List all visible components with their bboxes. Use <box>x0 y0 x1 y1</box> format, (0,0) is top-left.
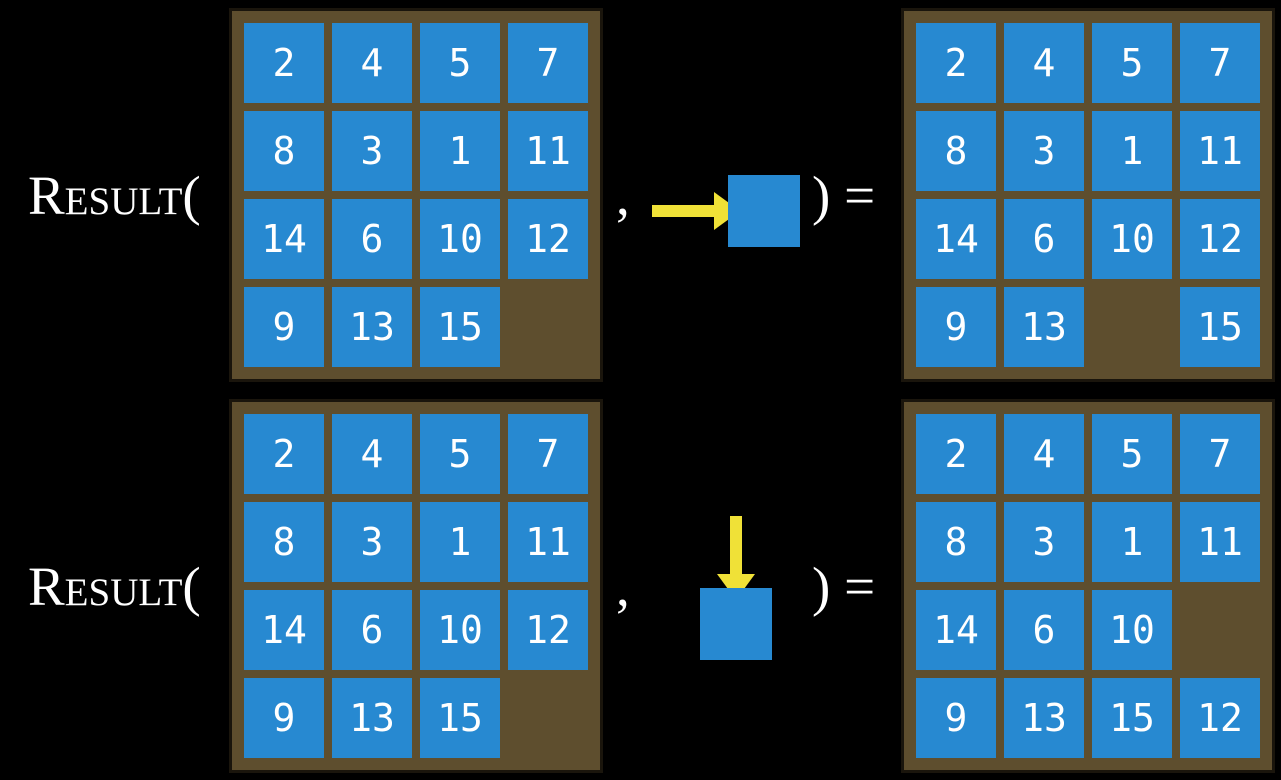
tile-11: 11 <box>1180 502 1260 582</box>
empty-cell <box>1092 287 1172 367</box>
tile-12: 12 <box>1180 199 1260 279</box>
tile-14: 14 <box>916 590 996 670</box>
down-arrow-icon <box>717 516 755 600</box>
tile-10: 10 <box>420 590 500 670</box>
tile-15: 15 <box>420 287 500 367</box>
tile-9: 9 <box>244 678 324 758</box>
tile-1: 1 <box>1092 111 1172 191</box>
tile-14: 14 <box>916 199 996 279</box>
tile-5: 5 <box>1092 23 1172 103</box>
result-function-label: Result( <box>28 165 201 226</box>
empty-cell <box>508 678 588 758</box>
tile-7: 7 <box>1180 414 1260 494</box>
tile-13: 13 <box>332 287 412 367</box>
tile-11: 11 <box>508 111 588 191</box>
tile-11: 11 <box>508 502 588 582</box>
tile-14: 14 <box>244 199 324 279</box>
comma-separator: , <box>616 165 630 226</box>
tile-9: 9 <box>916 287 996 367</box>
tile-12: 12 <box>1180 678 1260 758</box>
tile-11: 11 <box>1180 111 1260 191</box>
tile-15: 15 <box>1180 287 1260 367</box>
empty-cell <box>508 287 588 367</box>
close-paren-equals: ) = <box>812 556 876 617</box>
close-paren-equals: ) = <box>812 165 876 226</box>
tile-4: 4 <box>1004 414 1084 494</box>
tile-4: 4 <box>332 414 412 494</box>
tile-3: 3 <box>332 502 412 582</box>
tile-8: 8 <box>244 502 324 582</box>
action-move-down <box>700 516 772 660</box>
tile-4: 4 <box>1004 23 1084 103</box>
action-move-right <box>652 175 800 247</box>
tile-8: 8 <box>244 111 324 191</box>
tile-2: 2 <box>244 414 324 494</box>
tile-1: 1 <box>420 111 500 191</box>
tile-3: 3 <box>332 111 412 191</box>
tile-3: 3 <box>1004 111 1084 191</box>
tile-15: 15 <box>1092 678 1172 758</box>
tile-1: 1 <box>420 502 500 582</box>
tile-3: 3 <box>1004 502 1084 582</box>
tile-13: 13 <box>1004 678 1084 758</box>
tile-10: 10 <box>1092 590 1172 670</box>
moving-tile-icon <box>728 175 800 247</box>
result-function-label: Result( <box>28 556 201 617</box>
empty-cell <box>1180 590 1260 670</box>
tile-5: 5 <box>1092 414 1172 494</box>
tile-12: 12 <box>508 590 588 670</box>
moving-tile-icon <box>700 588 772 660</box>
comma-separator: , <box>616 556 630 617</box>
tile-5: 5 <box>420 414 500 494</box>
tile-6: 6 <box>1004 199 1084 279</box>
tile-2: 2 <box>916 23 996 103</box>
tile-8: 8 <box>916 502 996 582</box>
tile-13: 13 <box>1004 287 1084 367</box>
tile-1: 1 <box>1092 502 1172 582</box>
tile-13: 13 <box>332 678 412 758</box>
tile-7: 7 <box>508 23 588 103</box>
tile-5: 5 <box>420 23 500 103</box>
tile-4: 4 <box>332 23 412 103</box>
tile-9: 9 <box>244 287 324 367</box>
tile-15: 15 <box>420 678 500 758</box>
tile-6: 6 <box>1004 590 1084 670</box>
tile-14: 14 <box>244 590 324 670</box>
tile-6: 6 <box>332 590 412 670</box>
tile-2: 2 <box>244 23 324 103</box>
tile-2: 2 <box>916 414 996 494</box>
tile-7: 7 <box>1180 23 1260 103</box>
tile-6: 6 <box>332 199 412 279</box>
right-arrow-icon <box>652 192 740 230</box>
tile-9: 9 <box>916 678 996 758</box>
tile-7: 7 <box>508 414 588 494</box>
tile-10: 10 <box>1092 199 1172 279</box>
tile-8: 8 <box>916 111 996 191</box>
tile-12: 12 <box>508 199 588 279</box>
tile-10: 10 <box>420 199 500 279</box>
